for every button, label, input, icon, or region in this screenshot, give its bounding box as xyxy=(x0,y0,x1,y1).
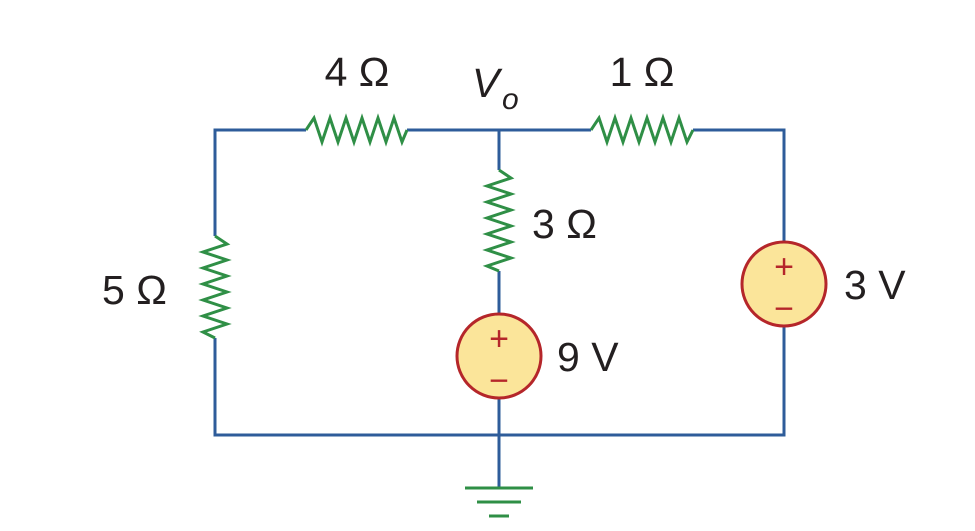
label-r-3-ohm: 3 Ω xyxy=(532,201,597,247)
ground-icon xyxy=(465,486,533,518)
voltage-source-3v: + − xyxy=(740,240,828,328)
resistor-3-ohm xyxy=(482,168,516,273)
label-source-9v: 9 V xyxy=(557,334,619,380)
node-label-vo: V o xyxy=(472,60,519,116)
wires xyxy=(213,128,786,488)
label-r-4-ohm: 4 Ω xyxy=(325,49,390,95)
voltage-source-icon xyxy=(740,240,828,328)
label-r-5-ohm: 5 Ω xyxy=(102,267,167,313)
wire-bottom-left xyxy=(213,326,786,437)
source-9v-minus: − xyxy=(489,362,509,400)
resistor-1-ohm xyxy=(589,113,695,147)
source-3v-plus: + xyxy=(774,248,794,286)
wire-top-right xyxy=(693,128,786,242)
label-source-3v: 3 V xyxy=(844,262,906,308)
resistor-4-ohm xyxy=(304,113,409,147)
resistor-5-ohm xyxy=(198,234,232,340)
node-label-subscript: o xyxy=(502,83,519,116)
wire-top-left xyxy=(213,128,306,236)
voltage-source-icon xyxy=(455,312,543,400)
source-3v-minus: − xyxy=(774,290,794,328)
voltage-source-9v: + − xyxy=(455,312,543,400)
label-r-1-ohm: 1 Ω xyxy=(610,49,675,95)
source-9v-plus: + xyxy=(489,320,509,358)
node-label-main: V xyxy=(472,60,503,106)
